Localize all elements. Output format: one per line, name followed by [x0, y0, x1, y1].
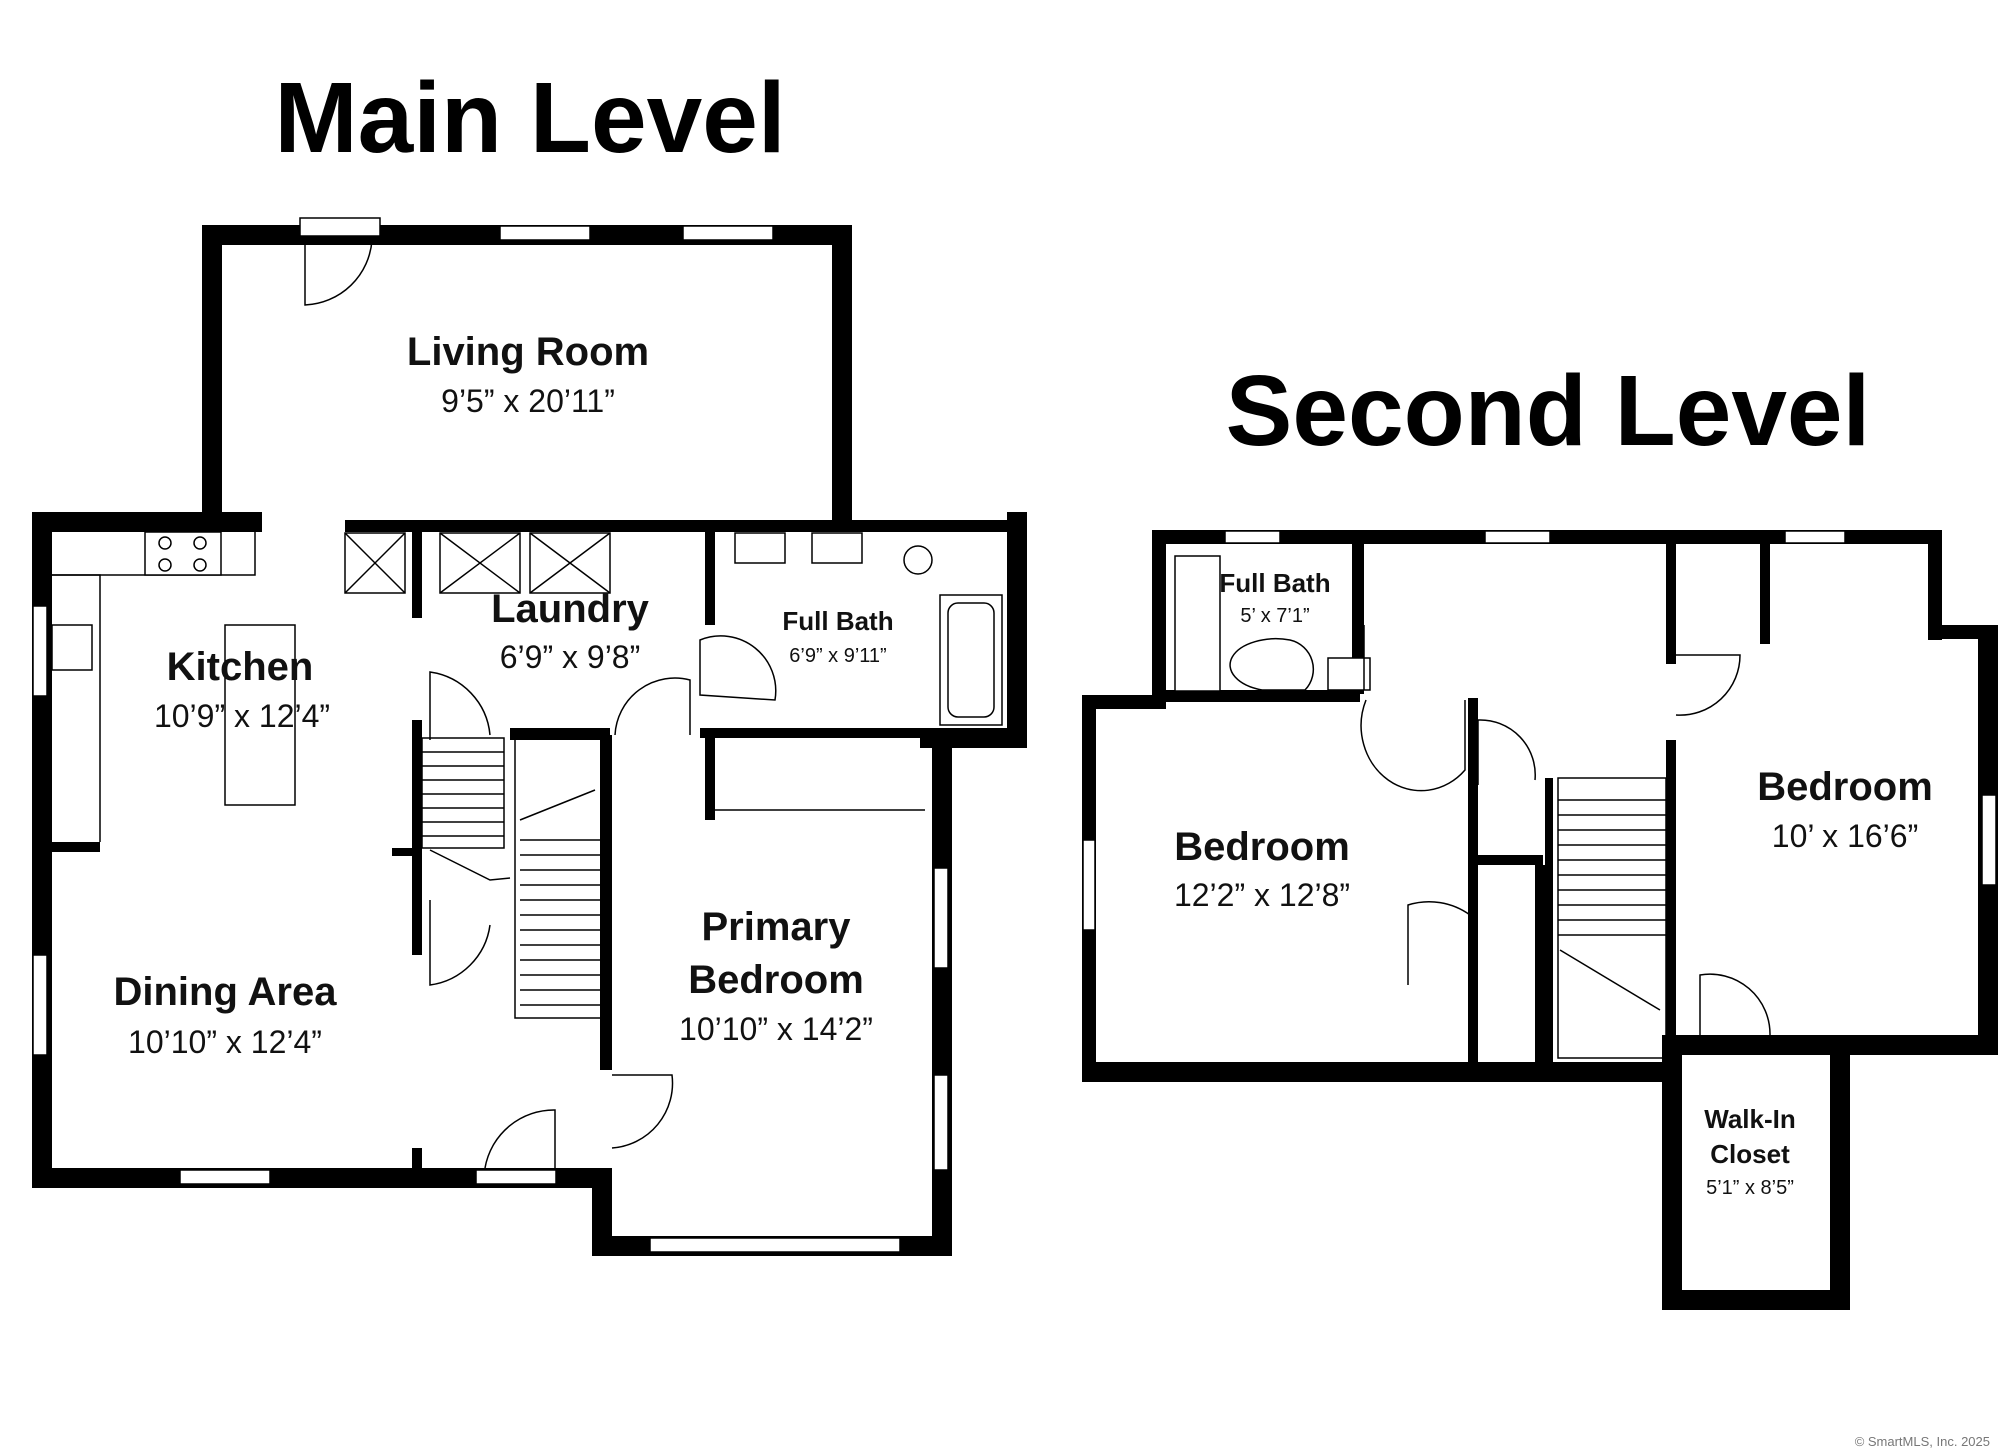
living-room-dim: 9’5” x 20’11”: [441, 383, 615, 419]
bedroom-right-name: Bedroom: [1757, 765, 1933, 809]
second-level-windows: [1082, 530, 1997, 931]
main-level-doors: [299, 217, 777, 1169]
main-full-bath-name: Full Bath: [782, 606, 893, 636]
main-full-bath-dim: 6’9” x 9’11”: [789, 645, 886, 667]
living-room-name: Living Room: [407, 330, 649, 374]
second-level-title: Second Level: [1226, 355, 1871, 467]
dining-area-name: Dining Area: [114, 970, 338, 1014]
main-level-walls: [32, 225, 1027, 1256]
primary-bedroom-name-line2: Bedroom: [688, 958, 864, 1002]
laundry-dim: 6’9” x 9’8”: [500, 639, 641, 675]
walk-in-closet-name-line1: Walk-In: [1704, 1104, 1795, 1134]
primary-bedroom-name-line1: Primary: [702, 905, 852, 949]
kitchen-dim: 10’9” x 12’4”: [154, 698, 330, 734]
bedroom-left-name: Bedroom: [1174, 825, 1350, 869]
copyright-text: © SmartMLS, Inc. 2025: [1855, 1434, 1990, 1449]
laundry-name: Laundry: [491, 587, 650, 631]
walk-in-closet-dim: 5’1” x 8’5”: [1706, 1177, 1794, 1199]
second-level-fixtures: [1174, 555, 1771, 1059]
bedroom-right-dim: 10’ x 16’6”: [1772, 818, 1918, 854]
main-level-fixtures: [51, 531, 1003, 1019]
primary-bedroom-dim: 10’10” x 14’2”: [679, 1011, 873, 1047]
kitchen-name: Kitchen: [167, 645, 314, 689]
second-full-bath-name: Full Bath: [1219, 568, 1330, 598]
main-level-title: Main Level: [274, 62, 785, 174]
main-level-windows: [32, 225, 949, 1253]
second-level-walls: [1082, 530, 1998, 1310]
dining-area-dim: 10’10” x 12’4”: [128, 1024, 322, 1060]
walk-in-closet-name-line2: Closet: [1710, 1139, 1790, 1169]
bedroom-left-dim: 12’2” x 12’8”: [1174, 877, 1350, 913]
second-full-bath-dim: 5’ x 7’1”: [1240, 605, 1309, 627]
